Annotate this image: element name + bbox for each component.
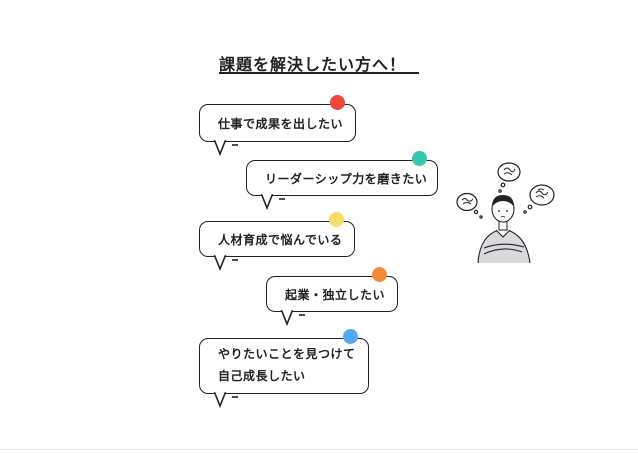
- thinking-person-illustration: [456, 162, 555, 264]
- blue-dot-icon: [343, 329, 358, 344]
- red-dot-icon: [330, 95, 345, 110]
- speech-bubble-text-line2: 自己成長したい: [218, 369, 306, 383]
- footer-divider: [0, 449, 638, 450]
- speech-tail-icon: [260, 192, 285, 211]
- speech-bubble-growth: やりたいことを見つけて 自己成長したい: [199, 329, 369, 409]
- yellow-dot-icon: [329, 212, 344, 227]
- speech-bubble-results: 仕事で成果を出したい: [199, 95, 356, 157]
- speech-bubble-text-line1: やりたいことを見つけて: [218, 347, 356, 361]
- speech-bubble-text: 人材育成で悩んでいる: [218, 232, 343, 247]
- section-title: 課題を解決したい方へ！: [219, 55, 407, 74]
- teal-dot-icon: [412, 151, 427, 166]
- title-underline: [219, 72, 419, 74]
- speech-tail-icon: [213, 253, 238, 272]
- speech-bubble-training: 人材育成で悩んでいる: [199, 212, 355, 272]
- speech-tail-icon: [280, 308, 305, 327]
- speech-bubble-text: リーダーシップ力を磨きたい: [265, 171, 428, 186]
- speech-bubble-startup: 起業・独立したい: [266, 267, 398, 327]
- speech-tail-icon: [213, 390, 238, 409]
- orange-dot-icon: [372, 267, 387, 282]
- speech-bubble-leadership: リーダーシップ力を磨きたい: [246, 151, 438, 211]
- speech-tail-icon: [213, 138, 238, 157]
- speech-bubble-text: 起業・独立したい: [285, 287, 386, 302]
- speech-bubble-text: 仕事で成果を出したい: [218, 116, 344, 131]
